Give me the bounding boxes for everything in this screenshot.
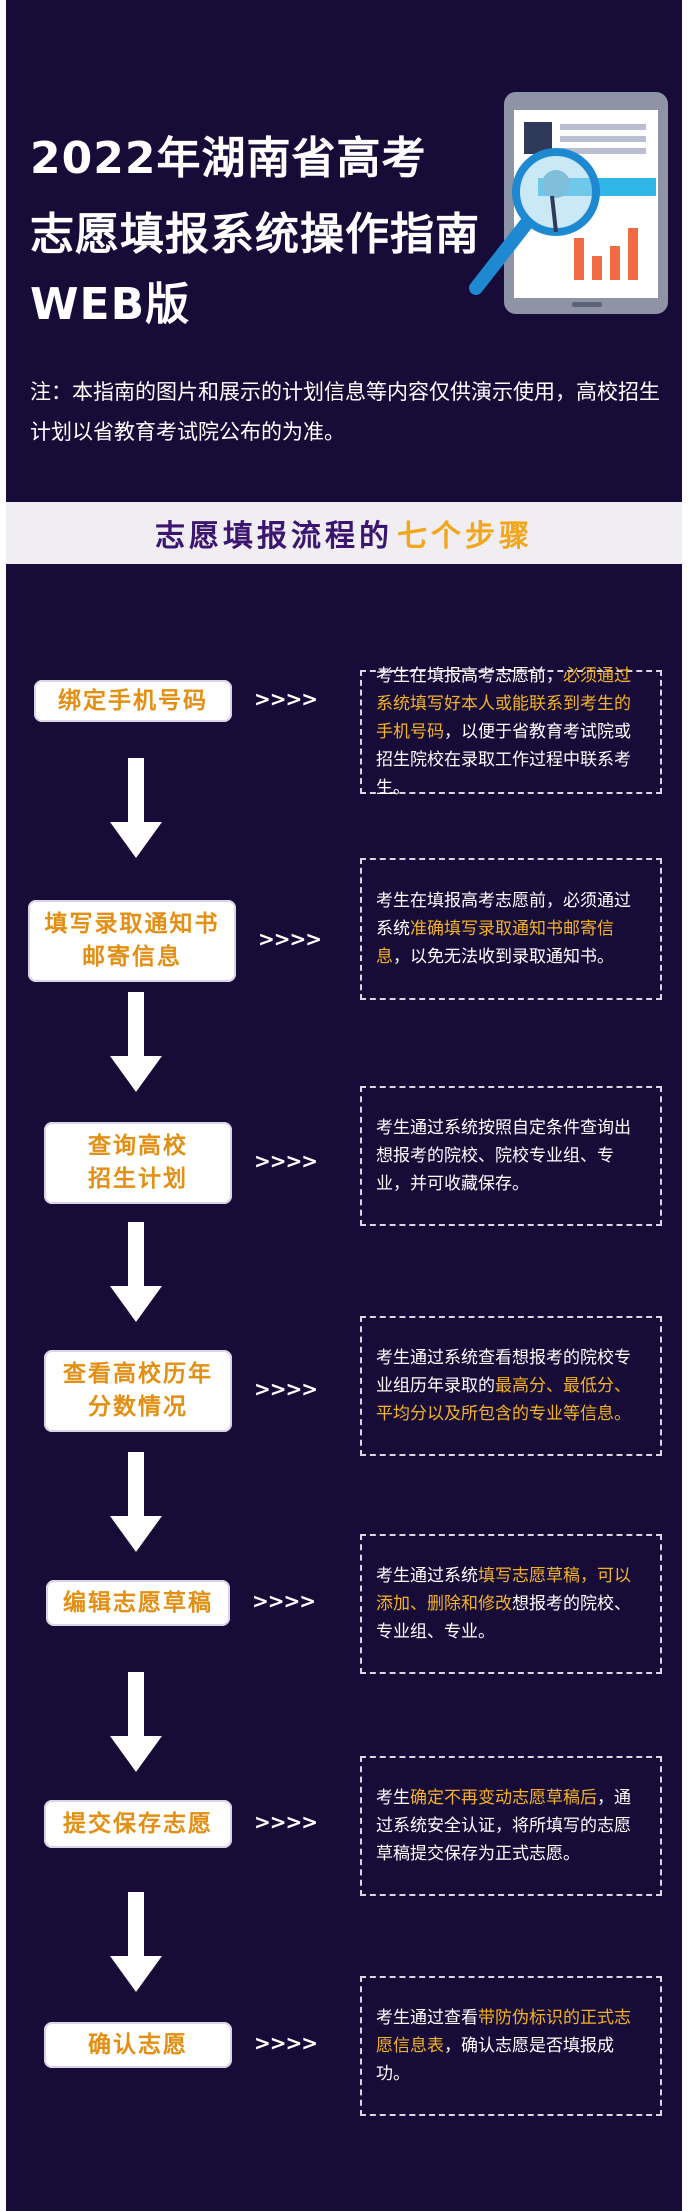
step-1-button[interactable]: 绑定手机号码 <box>34 680 232 722</box>
description-text: 考生通过系统按照自定条件查询出想报考的院校、院校专业组、专业，并可收藏保存。 <box>376 1118 631 1194</box>
description-highlight: 填写志愿草稿，可以添加、删除和修改 <box>376 1566 631 1614</box>
step-title-line1: 编辑志愿草稿 <box>63 1589 213 1616</box>
chevrons-arrow-icon: >>>> <box>254 2031 318 2055</box>
description-highlight: 最高分、最低分、平均分以及所包含的专业等信息。 <box>376 1376 631 1424</box>
step-6-description: 考生确定不再变动志愿草稿后，通过系统安全认证，将所填写的志愿草稿提交保存为正式志… <box>360 1756 662 1896</box>
chevrons-arrow-icon: >>>> <box>258 927 322 951</box>
down-arrow-icon <box>110 1222 162 1322</box>
down-arrow-icon <box>110 1892 162 1992</box>
step-title-line2: 邮寄信息 <box>82 944 182 970</box>
page-title-line-1: 2022年湖南省高考 <box>30 133 427 184</box>
down-arrow-icon <box>110 1672 162 1772</box>
banner-title: 志愿填报流程的 <box>155 519 393 554</box>
description-text: ，确认志愿是否填报成功。 <box>376 2036 614 2084</box>
step-title-line1: 查询高校 <box>88 1133 188 1159</box>
banner-title-highlight: 七个步骤 <box>397 519 533 554</box>
step-7-description: 考生通过查看带防伪标识的正式志愿信息表，确认志愿是否填报成功。 <box>360 1976 662 2116</box>
section-banner: 志愿填报流程的七个步骤 <box>6 502 682 564</box>
step-title-line1: 查看高校历年 <box>63 1361 213 1387</box>
page-title-line-2: 志愿填报系统操作指南 <box>30 209 480 260</box>
step-3-description: 考生通过系统按照自定条件查询出想报考的院校、院校专业组、专业，并可收藏保存。 <box>360 1086 662 1226</box>
step-7-button[interactable]: 确认志愿 <box>44 2022 232 2068</box>
step-3-button[interactable]: 查询高校招生计划 <box>44 1122 232 1204</box>
description-text: ，以便于省教育考试院或招生院校在录取工作过程中联系考生。 <box>376 722 631 798</box>
description-highlight: 必须通过系统填写好本人或能联系到考生的手机号码 <box>376 666 631 742</box>
step-1-description: 考生在填报高考志愿前，必须通过系统填写好本人或能联系到考生的手机号码，以便于省教… <box>360 666 662 798</box>
step-2-description: 考生在填报高考志愿前，必须通过系统准确填写录取通知书邮寄信息，以免无法收到录取通… <box>360 858 662 1000</box>
step-title-line2: 分数情况 <box>88 1394 188 1420</box>
page-title-line-3: WEB版 <box>30 279 191 330</box>
chevrons-arrow-icon: >>>> <box>254 1810 318 1834</box>
description-text: 考生在填报高考志愿前，必须通过系统 <box>376 891 631 939</box>
step-6-button[interactable]: 提交保存志愿 <box>44 1800 232 1848</box>
step-5-button[interactable]: 编辑志愿草稿 <box>46 1580 230 1626</box>
chevrons-arrow-icon: >>>> <box>254 687 318 711</box>
disclaimer-note: 注：本指南的图片和展示的计划信息等内容仅供演示使用，高校招生计划以省教育考试院公… <box>30 380 660 444</box>
description-text: 考生通过系统 <box>376 1566 478 1586</box>
description-highlight: 确定不再变动志愿草稿后 <box>410 1788 597 1808</box>
down-arrow-icon <box>110 1452 162 1552</box>
description-text: ，以免无法收到录取通知书。 <box>393 947 614 967</box>
description-text: 想报考的院校、专业组、专业。 <box>376 1594 631 1642</box>
tablet-magnifier-illustration-icon <box>469 92 668 314</box>
step-2-button[interactable]: 填写录取通知书邮寄信息 <box>28 900 236 982</box>
step-title-line1: 绑定手机号码 <box>58 687 208 714</box>
step-5-description: 考生通过系统填写志愿草稿，可以添加、删除和修改想报考的院校、专业组、专业。 <box>360 1534 662 1674</box>
description-text: 考生在填报高考志愿前， <box>376 666 563 686</box>
down-arrow-icon <box>110 992 162 1092</box>
description-highlight: 准确填写录取通知书邮寄信息 <box>376 919 614 967</box>
description-highlight: 带防伪标识的正式志愿信息表 <box>376 2008 631 2056</box>
chevrons-arrow-icon: >>>> <box>254 1377 318 1401</box>
chevrons-arrow-icon: >>>> <box>254 1149 318 1173</box>
description-text: 考生通过查看 <box>376 2008 478 2028</box>
step-title-line2: 招生计划 <box>88 1166 188 1192</box>
step-4-button[interactable]: 查看高校历年分数情况 <box>44 1350 232 1432</box>
description-text: ，通过系统安全认证，将所填写的志愿草稿提交保存为正式志愿。 <box>376 1788 631 1864</box>
step-title-line1: 提交保存志愿 <box>63 1810 213 1837</box>
chevrons-arrow-icon: >>>> <box>252 1589 316 1613</box>
step-title-line1: 确认志愿 <box>88 2031 188 2058</box>
description-text: 考生通过系统查看想报考的院校专业组历年录取的 <box>376 1348 631 1396</box>
step-title-line1: 填写录取通知书 <box>44 911 220 937</box>
step-4-description: 考生通过系统查看想报考的院校专业组历年录取的最高分、最低分、平均分以及所包含的专… <box>360 1316 662 1456</box>
description-text: 考生 <box>376 1788 410 1808</box>
down-arrow-icon <box>110 758 162 858</box>
